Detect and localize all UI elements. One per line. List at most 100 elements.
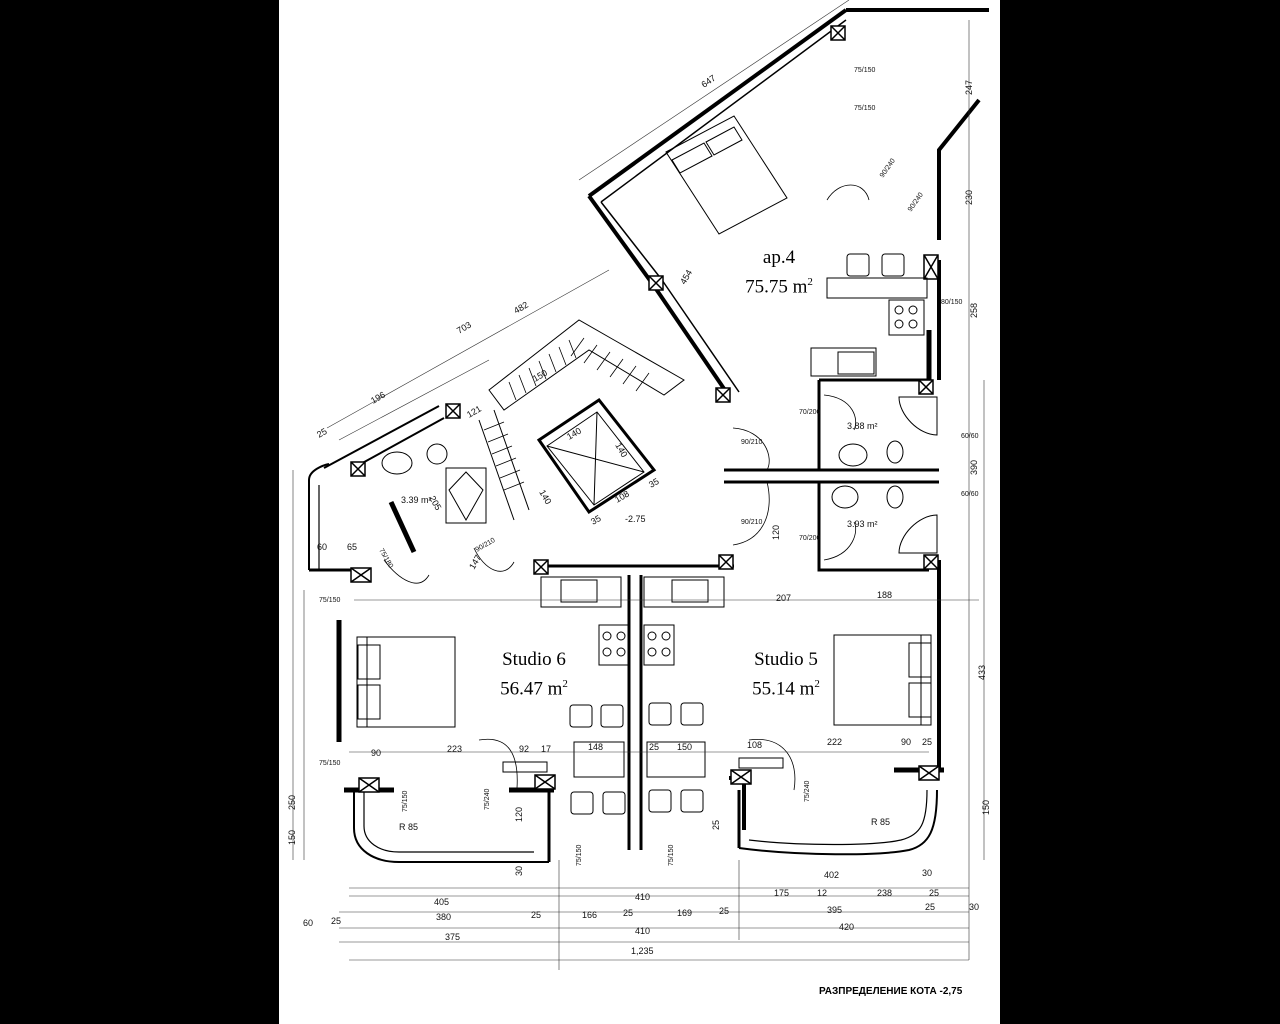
dim-60: 60 [317, 542, 327, 552]
door-label: 75/150 [319, 597, 341, 604]
column [533, 559, 549, 575]
dim-90-right: 90 [901, 737, 911, 747]
dim-420: 420 [839, 922, 854, 932]
door-label: 75/150 [402, 790, 409, 812]
door-label: 90/240 [907, 192, 925, 214]
bathroom-fixtures [381, 396, 938, 773]
dim-703: 703 [455, 320, 473, 336]
dim-148: 148 [588, 742, 603, 752]
dim-35-b: 35 [589, 513, 603, 527]
dim-90-left: 90 [371, 748, 381, 758]
column [358, 777, 380, 793]
dim-17: 17 [541, 744, 551, 754]
room-ap4-label: ap.4 75.75 m2 [734, 246, 824, 299]
staircase [478, 319, 685, 521]
column [718, 554, 734, 570]
bed-studio6 [356, 636, 456, 728]
dim-395: 395 [827, 905, 842, 915]
dim-180: 120 [771, 525, 781, 540]
room-ap4-area-unit: 2 [807, 276, 813, 288]
studio6-area-value: 56.47 m [500, 678, 563, 700]
column [715, 387, 731, 403]
dim-25-b5: 25 [925, 902, 935, 912]
dim-390: 390 [969, 460, 979, 475]
radius-left: R 85 [399, 822, 418, 832]
dim-647: 647 [699, 73, 717, 90]
dim-207: 207 [776, 593, 791, 603]
column [350, 461, 366, 477]
bed-studio5 [833, 634, 932, 726]
area-bath-right-top: 3.88 m² [847, 421, 878, 431]
door-label: 75/150 [319, 760, 341, 767]
door-label: 80/150 [941, 299, 963, 306]
dim-258: 258 [969, 303, 979, 318]
floor-plan: 647 482 703 196 25 454 247 230 258 390 4… [287, 0, 991, 970]
studio6-area: 56.47 m2 [479, 672, 589, 701]
door-label: 75/150 [854, 105, 876, 112]
door-swings [383, 184, 870, 791]
dim-35-a: 35 [647, 476, 661, 490]
small-area-labels: 3.39 m² 3.88 m² 3.93 m² -2.75 [401, 421, 878, 529]
room-ap4-name: ap.4 [762, 247, 796, 268]
furniture [356, 115, 938, 815]
studio6-name: Studio 6 [502, 649, 566, 670]
door-label: 75/240 [484, 788, 491, 810]
dimension-lines [292, 0, 985, 970]
dim-454: 454 [678, 268, 694, 286]
studio5-name: Studio 5 [754, 649, 818, 670]
dim-169: 169 [677, 908, 692, 918]
column [730, 769, 752, 785]
stair-treads [483, 337, 650, 491]
radius-labels: R 85 R 85 [399, 817, 890, 832]
dim-25-b2: 25 [531, 910, 541, 920]
door-label: 90/210 [741, 439, 763, 446]
dim-1235: 1,235 [631, 946, 654, 956]
dim-250: 250 [287, 795, 297, 810]
studio6-area-unit: 2 [562, 678, 568, 690]
dim-222: 222 [827, 737, 842, 747]
dim-380: 380 [436, 912, 451, 922]
landing-level: -2.75 [625, 514, 646, 524]
dim-140-c: 140 [537, 488, 553, 506]
door-label: 75/180 [377, 548, 394, 570]
dim-230: 230 [964, 190, 974, 205]
dim-410-a: 410 [635, 892, 650, 902]
column [648, 275, 664, 291]
column [830, 25, 846, 41]
dim-60-b: 60 [303, 918, 313, 928]
dim-25-right: 25 [922, 737, 932, 747]
dim-30-b: 30 [969, 902, 979, 912]
room-ap4-area-value: 75.75 m [745, 276, 808, 298]
dim-175: 175 [774, 888, 789, 898]
studio6-label: Studio 6 56.47 m2 [479, 648, 589, 701]
door-label: 90/210 [741, 519, 763, 526]
dim-196: 196 [369, 390, 387, 406]
dim-223: 223 [447, 744, 462, 754]
dim-25-b3: 25 [623, 908, 633, 918]
dim-140-b: 140 [613, 441, 629, 459]
column [923, 254, 939, 280]
door-label: 90/210 [475, 537, 497, 554]
dim-121: 121 [465, 404, 483, 420]
studio5-area-value: 55.14 m [752, 678, 815, 700]
dim-65: 65 [347, 542, 357, 552]
dim-188: 188 [877, 590, 892, 600]
dim-12: 12 [817, 888, 827, 898]
door-label: 75/240 [804, 780, 811, 802]
dim-150-left: 150 [287, 830, 297, 845]
studio5-label: Studio 5 55.14 m2 [731, 648, 841, 701]
room-ap4-area: 75.75 m2 [734, 270, 824, 299]
dim-375: 375 [445, 932, 460, 942]
sheet-caption: РАЗПРЕДЕЛЕНИЕ КОТА -2,75 [819, 986, 963, 997]
dim-25-mid: 25 [649, 742, 659, 752]
door-label: 70/200 [799, 409, 821, 416]
door-label: 90/240 [879, 158, 897, 180]
kitchen-units [540, 277, 928, 666]
dim-25-b6: 25 [331, 916, 341, 926]
drawing-sheet: 647 482 703 196 25 454 247 230 258 390 4… [279, 0, 1000, 1024]
dim-410-b: 410 [635, 926, 650, 936]
column [445, 403, 461, 419]
area-bath-left: 3.39 m² [401, 495, 432, 505]
dim-92: 92 [519, 744, 529, 754]
dim-30-top: 30 [922, 868, 932, 878]
